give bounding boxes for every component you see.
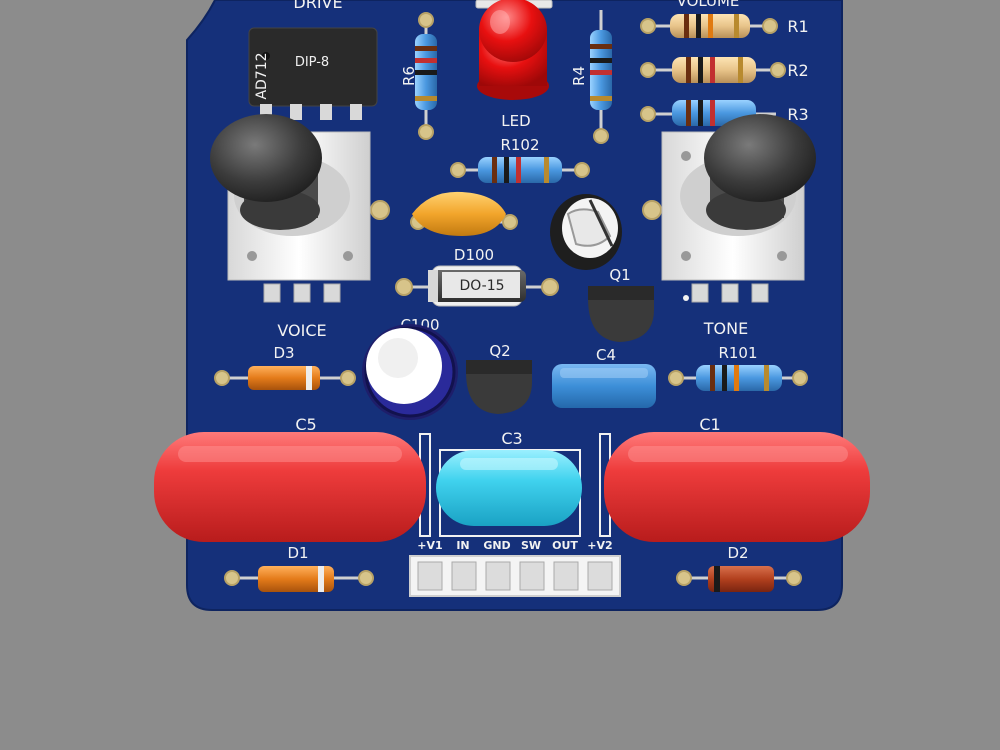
resistor-r102 (450, 157, 590, 183)
transistor-q2 (466, 360, 532, 414)
box-capacitor-c4 (552, 364, 656, 408)
d3-label: D3 (273, 344, 294, 362)
connector-pin-socket[interactable] (417, 561, 443, 591)
ceramic-capacitor-orange (410, 191, 518, 236)
transistor-q1 (588, 286, 654, 342)
r1-label: R1 (787, 17, 808, 36)
drive-label: DRIVE (293, 0, 342, 12)
potentiometer-tone[interactable] (642, 114, 816, 303)
resistor-r1 (640, 14, 778, 38)
electrolytic-capacitor-c100 (362, 324, 458, 420)
led (477, 0, 549, 100)
q2-label: Q2 (489, 342, 510, 360)
tone-label: TONE (703, 319, 748, 338)
connector-pin-socket[interactable] (519, 561, 545, 591)
resistor-r101 (668, 365, 808, 391)
resistor-r6 (415, 12, 437, 140)
r6-label: R6 (400, 66, 418, 86)
resistor-r2 (640, 57, 786, 83)
r3-label: R3 (787, 105, 808, 124)
c5-label: C5 (295, 415, 316, 434)
pin-label-v1: +V1 (417, 539, 442, 552)
ic-ad712 (248, 27, 378, 120)
q1-label: Q1 (609, 266, 630, 284)
diode-d3 (214, 366, 356, 390)
connector-pin-socket[interactable] (485, 561, 511, 591)
r101-label: R101 (718, 344, 757, 362)
potentiometer-voice[interactable] (210, 114, 390, 303)
electrolytic-capacitor-black (550, 194, 622, 270)
led-label: LED (501, 112, 530, 130)
pin-label-in: IN (456, 539, 469, 552)
r4-label: R4 (570, 66, 588, 86)
r102-label: R102 (500, 136, 539, 154)
connector-pin-labels: +V1 IN GND SW OUT +V2 (417, 539, 612, 552)
film-capacitor-c3 (436, 449, 582, 537)
d1-label: D1 (287, 544, 308, 562)
voice-label: VOICE (277, 321, 326, 340)
ic-package-label: DIP-8 (295, 55, 329, 70)
film-capacitor-c1 (599, 432, 870, 542)
d100-label: D100 (454, 246, 494, 264)
connector-pins (417, 561, 613, 591)
connector-pin-socket[interactable] (587, 561, 613, 591)
r2-label: R2 (787, 61, 808, 80)
header-connector (409, 555, 621, 597)
c4-label: C4 (596, 346, 616, 364)
ic-ref-label: AD712 (254, 52, 270, 99)
d100-package-label: DO-15 (459, 278, 504, 294)
c1-label: C1 (699, 415, 720, 434)
c3-label: C3 (501, 429, 522, 448)
connector-pin-socket[interactable] (553, 561, 579, 591)
pin-label-out: OUT (552, 539, 578, 552)
volume-label: VOLUME (677, 0, 740, 10)
pin-label-gnd: GND (483, 539, 510, 552)
diode-d100 (395, 265, 559, 307)
film-capacitor-c5 (154, 432, 431, 542)
connector-pin-socket[interactable] (451, 561, 477, 591)
pin-label-v2: +V2 (587, 539, 612, 552)
diode-d1 (224, 566, 374, 592)
d2-label: D2 (727, 544, 748, 562)
resistor-r4 (590, 10, 612, 144)
diode-d2 (676, 566, 802, 592)
pin-label-sw: SW (521, 539, 541, 552)
